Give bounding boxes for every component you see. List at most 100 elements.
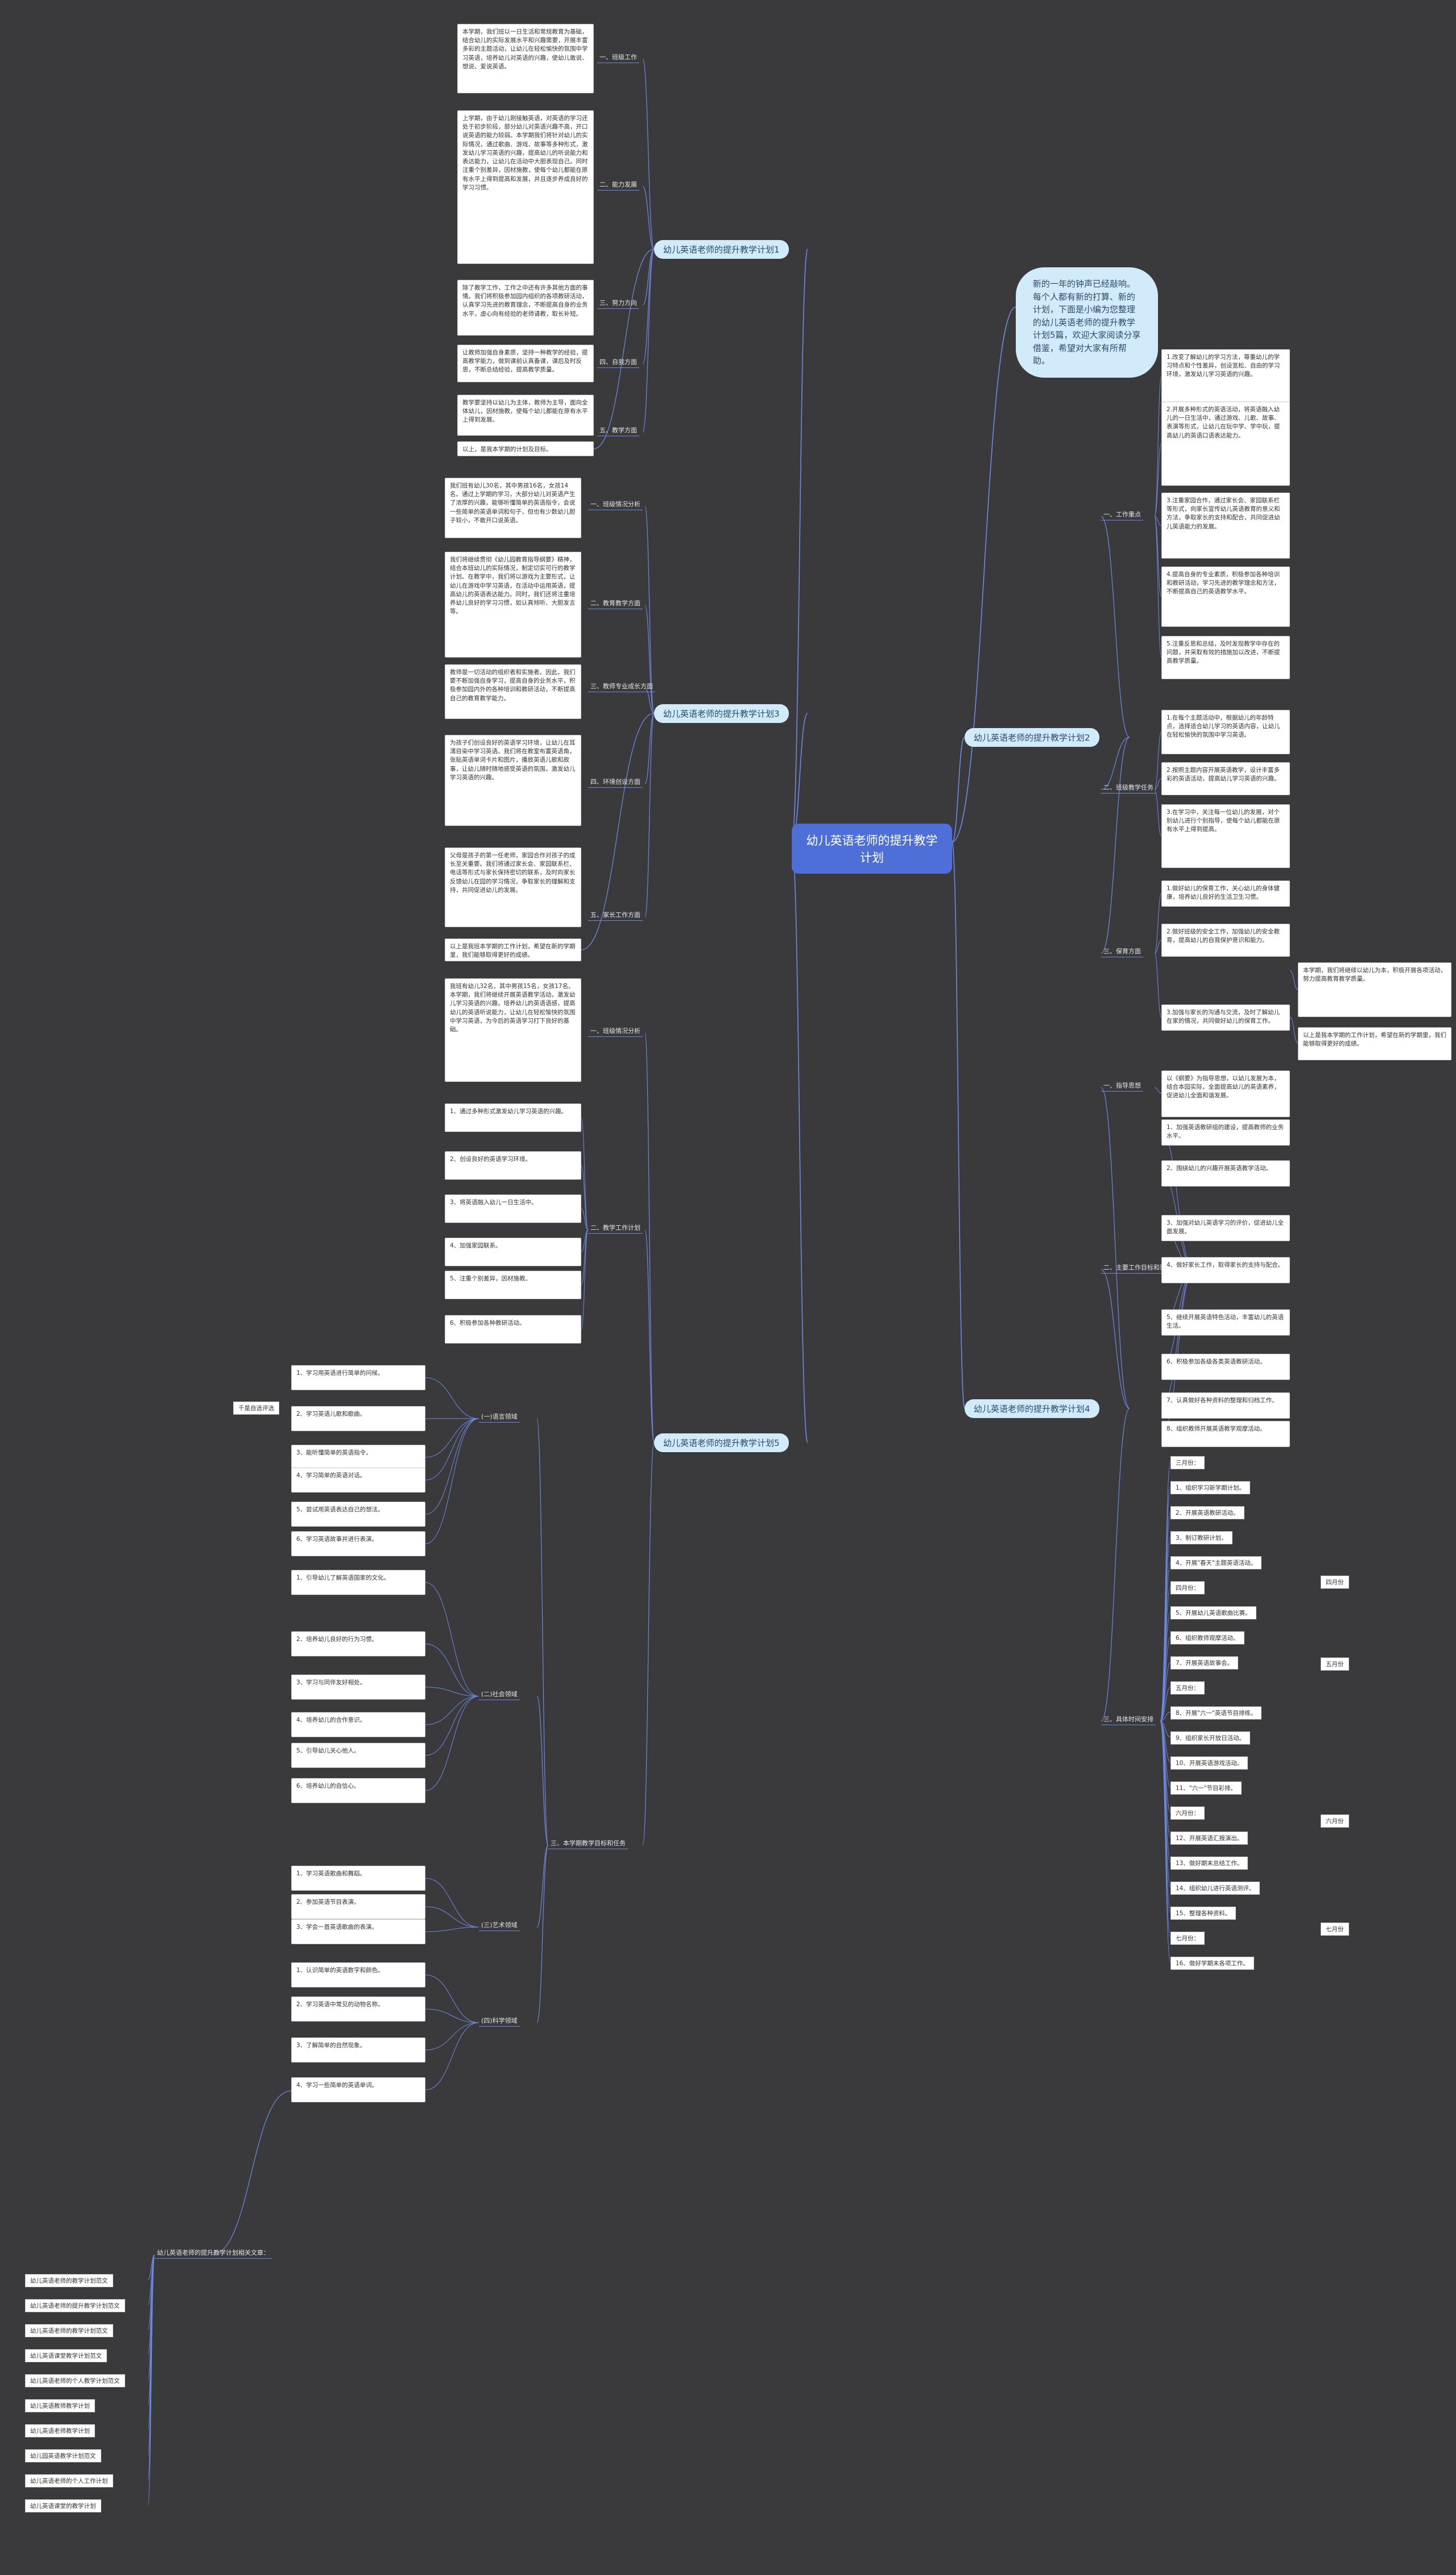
section-item[interactable]: 3.注重家园合作，通过家长会、家园联系栏等形式，向家长宣传幼儿英语教育的意义和方… xyxy=(1161,493,1290,559)
timeline-item[interactable]: 3、制订教研计划。 xyxy=(1170,1531,1232,1544)
section-label[interactable]: 三、本学期教学目标和任务 xyxy=(548,1838,628,1849)
section-text[interactable]: 以《纲要》为指导思想，以幼儿发展为本，结合本园实际，全面提高幼儿的英语素养，促进… xyxy=(1161,1070,1290,1117)
section-text[interactable]: 让教师加强自身素质，坚持一种教学的经验，提高教学能力，做到课前认真备课，课后及时… xyxy=(457,345,594,382)
timeline-item[interactable]: 1、组织学习新学期计划。 xyxy=(1170,1481,1251,1494)
section-item[interactable]: 5、注重个别差异，因材施教。 xyxy=(445,1271,581,1299)
section-item[interactable]: 3.加强与家长的沟通与交流，及时了解幼儿在家的情况，共同做好幼儿的保育工作。 xyxy=(1161,1005,1290,1031)
related-article[interactable]: 幼儿英语老师的教学计划范文 xyxy=(25,2324,113,2337)
timeline-item[interactable]: 12、开展英语汇报演出。 xyxy=(1170,1832,1248,1845)
section-item[interactable]: 3、加强对幼儿英语学习的评价，促进幼儿全面发展。 xyxy=(1161,1215,1290,1241)
section-item[interactable]: 5、继续开展英语特色活动，丰富幼儿的英语生活。 xyxy=(1161,1309,1290,1336)
section-extra[interactable]: 以上，是我本学期的计划及目标。 xyxy=(457,441,594,456)
group-item[interactable]: 2、学习英语中常见的动物名称。 xyxy=(291,1997,425,2022)
related-article[interactable]: 幼儿英语课堂的教学计划 xyxy=(25,2499,101,2512)
plan-title-5[interactable]: 幼儿英语老师的提升教学计划5 xyxy=(654,1433,789,1452)
section-label[interactable]: 四、环境创设方面 xyxy=(588,777,643,788)
timeline-item[interactable]: 16、做好学期末各项工作。 xyxy=(1170,1957,1254,1970)
section-item[interactable]: 4、加强家园联系。 xyxy=(445,1238,581,1266)
group-item[interactable]: 6、培养幼儿的自信心。 xyxy=(291,1778,425,1803)
section-item[interactable]: 1.做好幼儿的保育工作，关心幼儿的身体健康，培养幼儿良好的生活卫生习惯。 xyxy=(1161,881,1290,907)
timeline-item[interactable]: 13、做好期末总结工作。 xyxy=(1170,1857,1248,1870)
group-item[interactable]: 6、学习英语故事并进行表演。 xyxy=(291,1531,425,1556)
related-article[interactable]: 幼儿英语老师的提升教学计划范文 xyxy=(25,2299,125,2312)
related-article[interactable]: 幼儿英语教师教学计划 xyxy=(25,2399,95,2412)
section-label[interactable]: 一、工作重点 xyxy=(1101,510,1143,520)
section-label[interactable]: 二、教学工作计划 xyxy=(588,1223,643,1234)
section-item[interactable]: 7、认真做好各种资料的整理和归档工作。 xyxy=(1161,1392,1290,1419)
timeline-item[interactable]: 14、组织幼儿进行英语测评。 xyxy=(1170,1882,1260,1895)
section-text[interactable]: 我班有幼儿32名，其中男孩15名，女孩17名。本学期，我们将继续开展英语教学活动… xyxy=(445,978,581,1082)
section-item[interactable]: 1、通过多种形式激发幼儿学习英语的兴趣。 xyxy=(445,1103,581,1132)
month-tag[interactable]: 四月份 xyxy=(1321,1576,1349,1589)
timeline-item[interactable]: 5、开展幼儿英语歌曲比赛。 xyxy=(1170,1606,1256,1619)
month-tag[interactable]: 五月份 xyxy=(1321,1658,1349,1671)
side-note[interactable]: 以上是我本学期的工作计划，希望在新的学期里，我们能够取得更好的成绩。 xyxy=(1298,1027,1451,1060)
section-item[interactable]: 2.做好班级的安全工作，加强幼儿的安全教育，提高幼儿的自我保护意识和能力。 xyxy=(1161,924,1290,957)
section-text[interactable]: 教师是一切活动的组织者和实施者。因此，我们要不断加强自身学习，提高自身的业务水平… xyxy=(445,664,581,719)
side-note[interactable]: 本学期，我们将继续以幼儿为本，积极开展各项活动，努力提高教育教学质量。 xyxy=(1298,962,1451,1017)
group-item[interactable]: 5、尝试用英语表达自己的想法。 xyxy=(291,1502,425,1527)
section-label[interactable]: 三、具体时间安排 xyxy=(1101,1714,1156,1725)
section-item[interactable]: 6、积极参加各种教研活动。 xyxy=(445,1315,581,1344)
side-tag[interactable]: 千是自选评选 xyxy=(233,1402,279,1415)
related-article[interactable]: 幼儿英语课堂教学计划范文 xyxy=(25,2349,107,2362)
group-item[interactable]: 4、培养幼儿的合作意识。 xyxy=(291,1712,425,1737)
section-item[interactable]: 4.提高自身的专业素质，积极参加各种培训和教研活动，学习先进的教学理念和方法，不… xyxy=(1161,567,1290,627)
group-item[interactable]: 1、学习用英语进行简单的问候。 xyxy=(291,1365,425,1390)
related-article[interactable]: 幼儿园英语教学计划范文 xyxy=(25,2449,101,2462)
group-item[interactable]: 3、学习与同伴友好相处。 xyxy=(291,1675,425,1700)
section-label[interactable]: 一、班级情况分析 xyxy=(588,499,643,510)
section-item[interactable]: 3.在学习中，关注每一位幼儿的发展，对个别幼儿进行个别指导，使每个幼儿都能在原有… xyxy=(1161,804,1290,868)
group-label[interactable]: (四)科学领域 xyxy=(479,2016,520,2027)
section-item[interactable]: 1.改变了解幼儿的学习方法，尊重幼儿的学习特点和个性差异，创设宽松、自由的学习环… xyxy=(1161,349,1290,404)
group-item[interactable]: 2、培养幼儿良好的行为习惯。 xyxy=(291,1631,425,1656)
section-label[interactable]: 五、教学方面 xyxy=(597,425,639,436)
section-item[interactable]: 2.开展多种形式的英语活动，将英语融入幼儿的一日生活中，通过游戏、儿歌、故事、表… xyxy=(1161,402,1290,486)
group-item[interactable]: 1、认识简单的英语数字和颜色。 xyxy=(291,1962,425,1987)
group-item[interactable]: 2、参加英语节目表演。 xyxy=(291,1894,425,1919)
section-text[interactable]: 为孩子们创设良好的英语学习环境，让幼儿在耳濡目染中学习英语。我们将在教室布置英语… xyxy=(445,735,581,826)
section-label[interactable]: 二、班级教学任务 xyxy=(1101,783,1156,793)
timeline-item[interactable]: 七月份： xyxy=(1170,1932,1205,1945)
timeline-item[interactable]: 五月份： xyxy=(1170,1681,1205,1694)
section-text[interactable]: 除了教学工作，工作之中还有许多其他方面的事情。我们将积极参加园内组织的各项教研活… xyxy=(457,280,594,336)
section-text[interactable]: 上学期，由于幼儿刚接触英语，对英语的学习还处于初步阶段，部分幼儿对英语兴趣不高，… xyxy=(457,110,594,264)
timeline-item[interactable]: 2、开展英语教研活动。 xyxy=(1170,1506,1244,1519)
group-label[interactable]: (一)语言领域 xyxy=(479,1412,520,1423)
month-tag[interactable]: 六月份 xyxy=(1321,1815,1349,1828)
group-item[interactable]: 3、了解简单的自然现象。 xyxy=(291,2037,425,2063)
section-label[interactable]: 五、家长工作方面 xyxy=(588,910,643,921)
timeline-item[interactable]: 7、开展英语故事会。 xyxy=(1170,1656,1239,1669)
group-item[interactable]: 4、学习简单的英语对话。 xyxy=(291,1468,425,1493)
section-text[interactable]: 父母是孩子的第一任老师，家园合作对孩子的成长至关重要。我们将通过家长会、家园联系… xyxy=(445,848,581,927)
related-article[interactable]: 幼儿英语老师教学计划 xyxy=(25,2424,95,2437)
section-item[interactable]: 3、将英语融入幼儿一日生活中。 xyxy=(445,1194,581,1223)
section-item[interactable]: 5.注重反思和总结，及时发现教学中存在的问题，并采取有效的措施加以改进，不断提高… xyxy=(1161,636,1290,679)
related-article[interactable]: 幼儿英语老师的个人教学计划范文 xyxy=(25,2374,125,2387)
section-item[interactable]: 2、围绕幼儿的兴趣开展英语教学活动。 xyxy=(1161,1160,1290,1187)
related-title[interactable]: 幼儿英语老师的提升教学计划相关文章： xyxy=(155,2248,272,2259)
section-label[interactable]: 三、努力方向 xyxy=(597,298,639,309)
plan-title-2[interactable]: 幼儿英语老师的提升教学计划2 xyxy=(965,728,1099,747)
plan-title-3[interactable]: 幼儿英语老师的提升教学计划3 xyxy=(654,704,789,723)
section-item[interactable]: 2、创设良好的英语学习环境。 xyxy=(445,1151,581,1180)
section-label[interactable]: 三、教师专业成长方面 xyxy=(588,681,655,692)
central-topic[interactable]: 幼儿英语老师的提升教学计划 xyxy=(792,824,952,874)
plan-title-1[interactable]: 幼儿英语老师的提升教学计划1 xyxy=(654,240,789,259)
group-item[interactable]: 1、学习英语歌曲和舞蹈。 xyxy=(291,1866,425,1891)
timeline-item[interactable]: 15、整理各种资料。 xyxy=(1170,1907,1236,1920)
timeline-item[interactable]: 六月份： xyxy=(1170,1807,1205,1820)
section-item[interactable]: 1.在每个主题活动中，根据幼儿的年龄特点，选择适合幼儿学习的英语内容，让幼儿在轻… xyxy=(1161,710,1290,754)
group-item[interactable]: 5、引导幼儿关心他人。 xyxy=(291,1743,425,1768)
section-item[interactable]: 6、积极参加各级各类英语教研活动。 xyxy=(1161,1354,1290,1380)
section-text[interactable]: 我们班有幼儿30名，其中男孩16名，女孩14名。通过上学期的学习，大部分幼儿对英… xyxy=(445,478,581,538)
group-label[interactable]: (三)艺术领域 xyxy=(479,1920,520,1931)
section-text[interactable]: 本学期，我们班以一日生活和常规教育为基础，结合幼儿的实际发展水平和兴趣需要，开展… xyxy=(457,24,594,93)
timeline-item[interactable]: 11、"六一"节目彩排。 xyxy=(1170,1782,1242,1795)
section-label[interactable]: 一、班级情况分析 xyxy=(588,1026,643,1037)
section-label[interactable]: 二、能力发展 xyxy=(597,180,639,191)
group-item[interactable]: 4、学习一些简单的英语单词。 xyxy=(291,2077,425,2102)
section-label[interactable]: 一、指导思想 xyxy=(1101,1081,1143,1092)
plan-title-4[interactable]: 幼儿英语老师的提升教学计划4 xyxy=(965,1399,1099,1418)
related-article[interactable]: 幼儿英语老师的个人工作计划 xyxy=(25,2474,113,2487)
